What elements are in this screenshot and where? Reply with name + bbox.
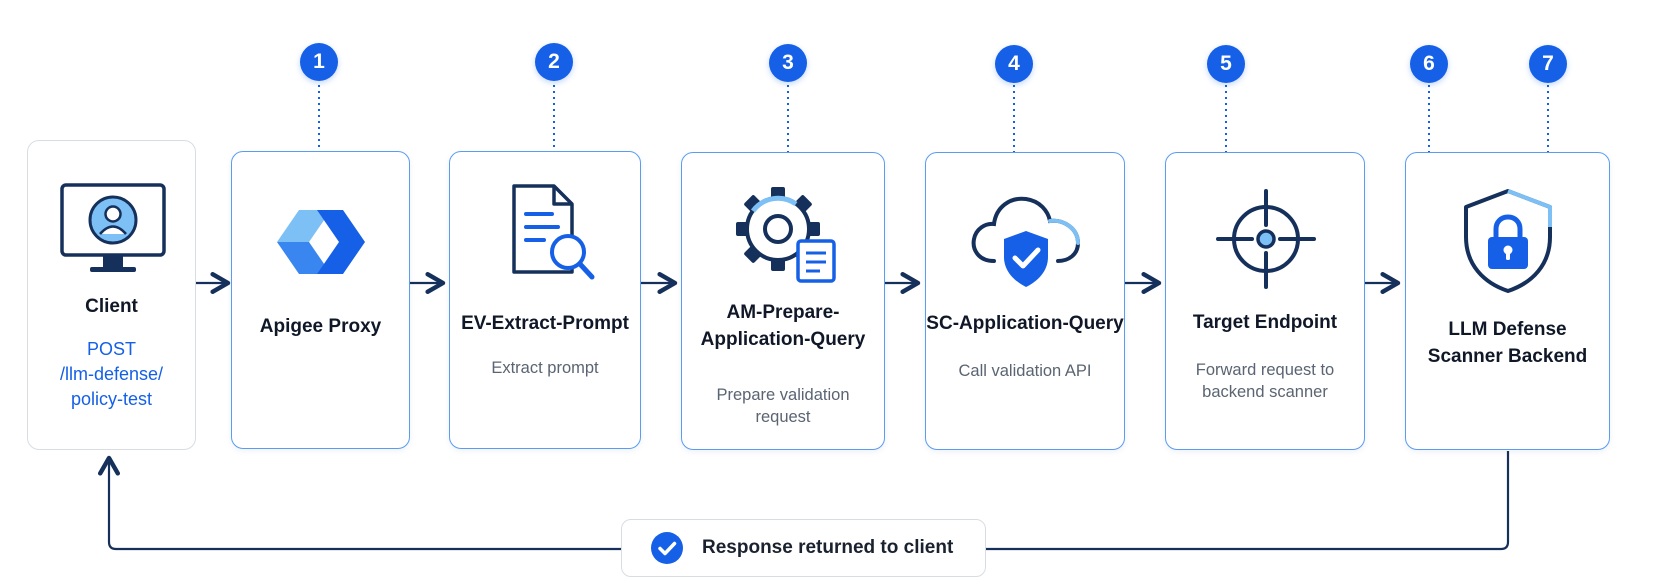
step-card-apigee-proxy: Apigee Proxy xyxy=(231,151,410,449)
step-subtitle: Extract prompt xyxy=(491,359,599,377)
step-subtitle: Prepare validation request xyxy=(716,386,850,426)
step-title: SC-Application-Query xyxy=(926,313,1124,334)
step-card-scanner-backend: LLM Defense Scanner Backend xyxy=(1405,152,1610,450)
shield-lock-icon xyxy=(1464,189,1552,293)
step-card-extract-prompt: EV-Extract-Prompt Extract prompt xyxy=(449,151,641,449)
gear-document-icon xyxy=(736,187,836,283)
return-path-right xyxy=(986,451,1510,551)
step-title: AM-Prepare- Application-Query xyxy=(700,302,866,350)
response-box: Response returned to client xyxy=(621,519,986,577)
step-badge-7: 7 xyxy=(1529,45,1567,83)
document-search-icon xyxy=(512,184,595,280)
step-badge-5: 5 xyxy=(1207,45,1245,83)
step-subtitle: Forward request to backend scanner xyxy=(1195,361,1335,401)
step-badge-1: 1 xyxy=(300,43,338,81)
step-title: Apigee Proxy xyxy=(259,316,382,337)
monitor-user-icon xyxy=(60,183,166,272)
client-endpoint: POST /llm-defense/ policy-test xyxy=(59,339,164,409)
step-subtitle: Call validation API xyxy=(958,362,1092,380)
step-title: LLM Defense Scanner Backend xyxy=(1427,319,1588,367)
step-title: EV-Extract-Prompt xyxy=(461,313,629,334)
step-badge-3: 3 xyxy=(769,44,807,82)
client-card: Client POST /llm-defense/ policy-test xyxy=(27,140,196,450)
step-card-application-query: SC-Application-Query Call validation API xyxy=(925,152,1125,450)
response-label: Response returned to client xyxy=(702,537,954,558)
target-icon xyxy=(1216,189,1316,289)
step-title: Target Endpoint xyxy=(1192,312,1338,333)
apigee-logo-icon xyxy=(277,210,365,274)
badge-leaders xyxy=(318,85,1549,152)
step-badge-6: 6 xyxy=(1410,45,1448,83)
check-circle-icon xyxy=(651,532,683,564)
cloud-shield-icon xyxy=(971,196,1081,287)
return-path-left xyxy=(98,455,621,551)
step-card-target-endpoint: Target Endpoint Forward request to backe… xyxy=(1165,152,1365,450)
step-card-prepare-query: AM-Prepare- Application-Query Prepare va… xyxy=(681,152,885,450)
client-title: Client xyxy=(85,296,138,317)
step-badge-2: 2 xyxy=(535,43,573,81)
step-badge-4: 4 xyxy=(995,45,1033,83)
